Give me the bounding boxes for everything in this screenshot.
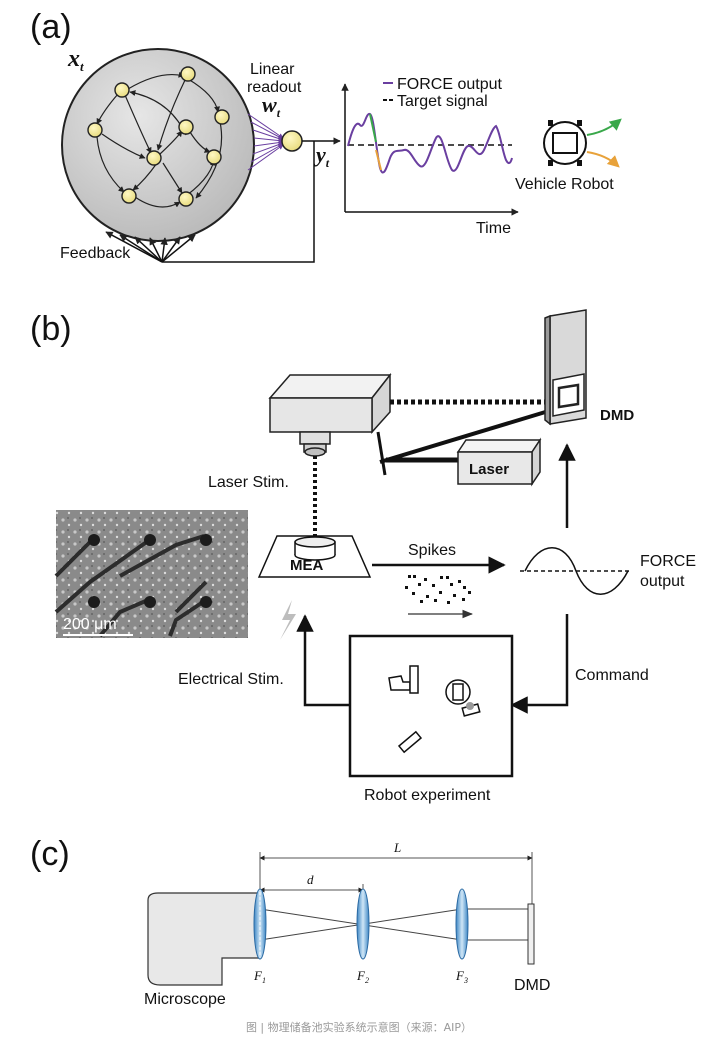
spikes-arrow: Spikes (372, 542, 506, 574)
reservoir-node (180, 66, 196, 82)
turn-left-arrow (586, 118, 622, 136)
signal-plot: Time (341, 83, 519, 237)
robot-experiment-label: Robot experiment (364, 787, 491, 804)
panel-b: (b) DMD Laser Laser Stim. (30, 309, 696, 804)
readout-lines (247, 113, 284, 171)
dmd-label: DMD (600, 407, 634, 424)
reservoir-node (178, 119, 194, 135)
readout-node (281, 130, 303, 152)
lens-F3 (455, 888, 469, 960)
microscope-body (147, 892, 261, 986)
panel-a-label: (a) (30, 8, 72, 46)
dmd-device (544, 309, 587, 426)
reservoir-node (146, 150, 162, 166)
feedback-loop (105, 141, 315, 263)
dmd-plate (527, 903, 535, 965)
electrical-stim-label: Electrical Stim. (178, 671, 284, 688)
scale-bar-label: 200 μm (63, 616, 117, 633)
panel-c-label: (c) (30, 835, 70, 873)
orange-marker (375, 149, 382, 171)
force-output-label-2: output (640, 573, 685, 590)
time-label: Time (476, 220, 511, 237)
mea-dish (257, 535, 372, 578)
command-label: Command (575, 667, 649, 684)
panel-c: (c) L d Microscope F1 F2 (30, 835, 550, 1008)
reservoir-node (114, 82, 130, 98)
mirror (376, 431, 387, 476)
reservoir-node (178, 191, 194, 207)
panel-a: (a) (30, 8, 622, 263)
laser-stim-label: Laser Stim. (208, 474, 289, 491)
reservoir-connections (96, 71, 223, 208)
force-output-wave (520, 547, 632, 595)
dimension-d (259, 884, 364, 905)
reservoir-nodes (87, 66, 230, 207)
green-marker (369, 113, 377, 143)
feedback-label: Feedback (60, 245, 131, 262)
f2-label: F2 (356, 968, 369, 985)
f1-label: F1 (253, 968, 266, 985)
panel-b-label: (b) (30, 310, 72, 348)
turn-right-arrow (586, 151, 620, 168)
laser-box (456, 437, 542, 487)
reservoir (61, 48, 255, 242)
reservoir-circle (61, 48, 255, 242)
legend-force-label: FORCE output (397, 76, 502, 93)
distance-label: d (307, 872, 314, 887)
vehicle-robot-icon (543, 118, 622, 168)
reservoir-node (206, 149, 222, 165)
mea-label: MEA (290, 557, 324, 574)
microscope-label: Microscope (144, 991, 226, 1008)
lightning-icon (280, 600, 296, 640)
reservoir-node (214, 109, 230, 125)
reservoir-var: xt (67, 46, 84, 74)
dmd-label-c: DMD (514, 977, 550, 994)
reflect-beam (379, 408, 553, 464)
legend: FORCE output Target signal (383, 76, 502, 110)
lens-F2 (356, 888, 370, 960)
electrical-stim-arrow (296, 614, 350, 707)
microscope-unit (268, 372, 392, 457)
spike-raster (405, 575, 471, 604)
vehicle-robot-label: Vehicle Robot (515, 176, 614, 193)
length-label: L (393, 840, 401, 855)
reservoir-node (87, 122, 103, 138)
output-var: yt (313, 142, 330, 170)
force-output-label-1: FORCE (640, 553, 696, 570)
dimension-L (259, 852, 533, 920)
f3-label: F3 (455, 968, 468, 985)
spikes-label: Spikes (408, 542, 456, 559)
robot-arena (348, 634, 514, 778)
plot-axes (341, 83, 519, 216)
readout-label-line1: Linear (250, 61, 295, 78)
weight-var: wt (262, 92, 281, 120)
command-arrow (510, 614, 569, 714)
figure-caption: 图 | 物理储备池实验系统示意图（来源：AIP） (245, 1021, 473, 1034)
reservoir-node (121, 188, 137, 204)
micrograph: 200 μm (54, 510, 248, 638)
legend-target-label: Target signal (397, 93, 488, 110)
laser-label: Laser (469, 461, 509, 478)
readout-label-line2: readout (247, 79, 302, 96)
